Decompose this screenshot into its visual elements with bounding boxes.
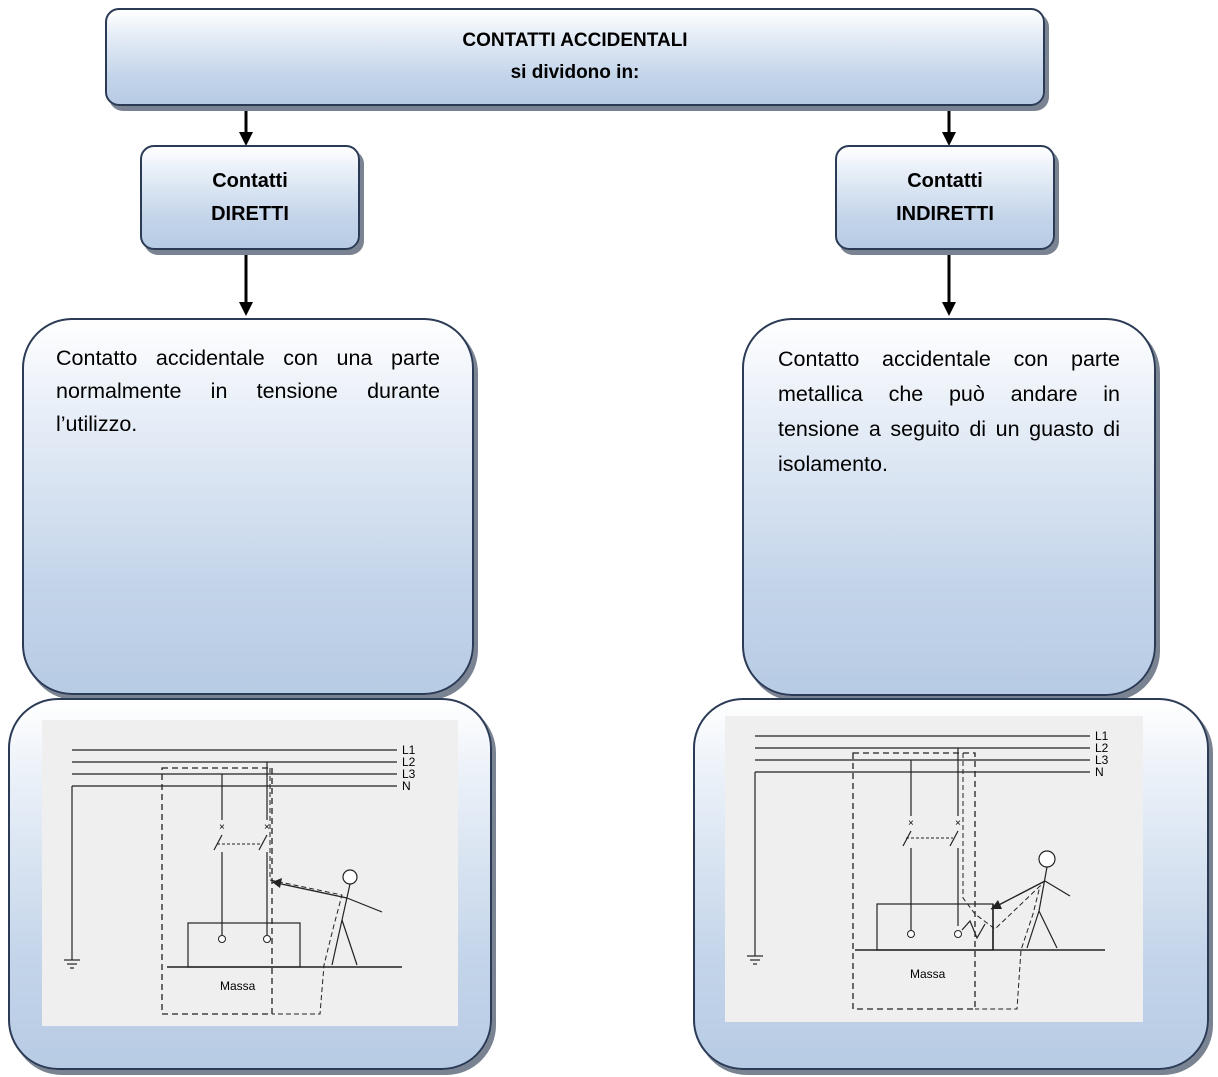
label-n: N <box>402 779 411 793</box>
svg-text:×: × <box>219 822 225 833</box>
direct-contacts-description-box: Contatto accidentale con una parte norma… <box>22 318 474 695</box>
label-l2: L2 <box>1095 741 1109 755</box>
arrow-title-to-direct <box>239 104 253 146</box>
mass-label: Massa <box>910 967 946 981</box>
indirect-contact-diagram: L1 L2 L3 N × × Massa <box>725 716 1143 1022</box>
direct-contacts-box: Contatti DIRETTI <box>140 145 360 250</box>
indirect-contacts-description-box: Contatto accidentale con parte metallica… <box>742 318 1156 696</box>
arrow-direct-to-description <box>239 252 253 316</box>
title-line-2: si dividono in: <box>510 62 640 83</box>
label-n: N <box>1095 765 1104 779</box>
indirect-contact-diagram-box: L1 L2 L3 N × × Massa <box>693 698 1209 1070</box>
direct-contacts-label-2: DIRETTI <box>211 202 289 225</box>
label-l2: L2 <box>402 755 416 769</box>
arrow-indirect-to-description <box>942 252 956 316</box>
svg-text:×: × <box>264 822 270 833</box>
svg-text:×: × <box>955 818 961 829</box>
title-box: CONTATTI ACCIDENTALI si dividono in: <box>105 8 1045 106</box>
direct-contacts-label-1: Contatti <box>212 169 288 192</box>
arrow-title-to-indirect <box>942 104 956 146</box>
label-l1: L1 <box>402 743 416 757</box>
indirect-contacts-description: Contatto accidentale con parte metallica… <box>778 347 1120 476</box>
direct-contact-diagram: L1 L2 L3 N × × Massa <box>42 720 458 1026</box>
indirect-contacts-label-1: Contatti <box>907 169 983 192</box>
indirect-contacts-label-2: INDIRETTI <box>896 202 994 225</box>
title-line-1: CONTATTI ACCIDENTALI <box>462 30 688 51</box>
mass-label: Massa <box>220 979 256 993</box>
indirect-contacts-box: Contatti INDIRETTI <box>835 145 1055 250</box>
label-l1: L1 <box>1095 729 1109 743</box>
label-l3: L3 <box>402 767 416 781</box>
direct-contact-diagram-box: L1 L2 L3 N × × Massa <box>8 698 492 1070</box>
label-l3: L3 <box>1095 753 1109 767</box>
svg-text:×: × <box>908 818 914 829</box>
direct-contacts-description: Contatto accidentale con una parte norma… <box>56 346 440 436</box>
